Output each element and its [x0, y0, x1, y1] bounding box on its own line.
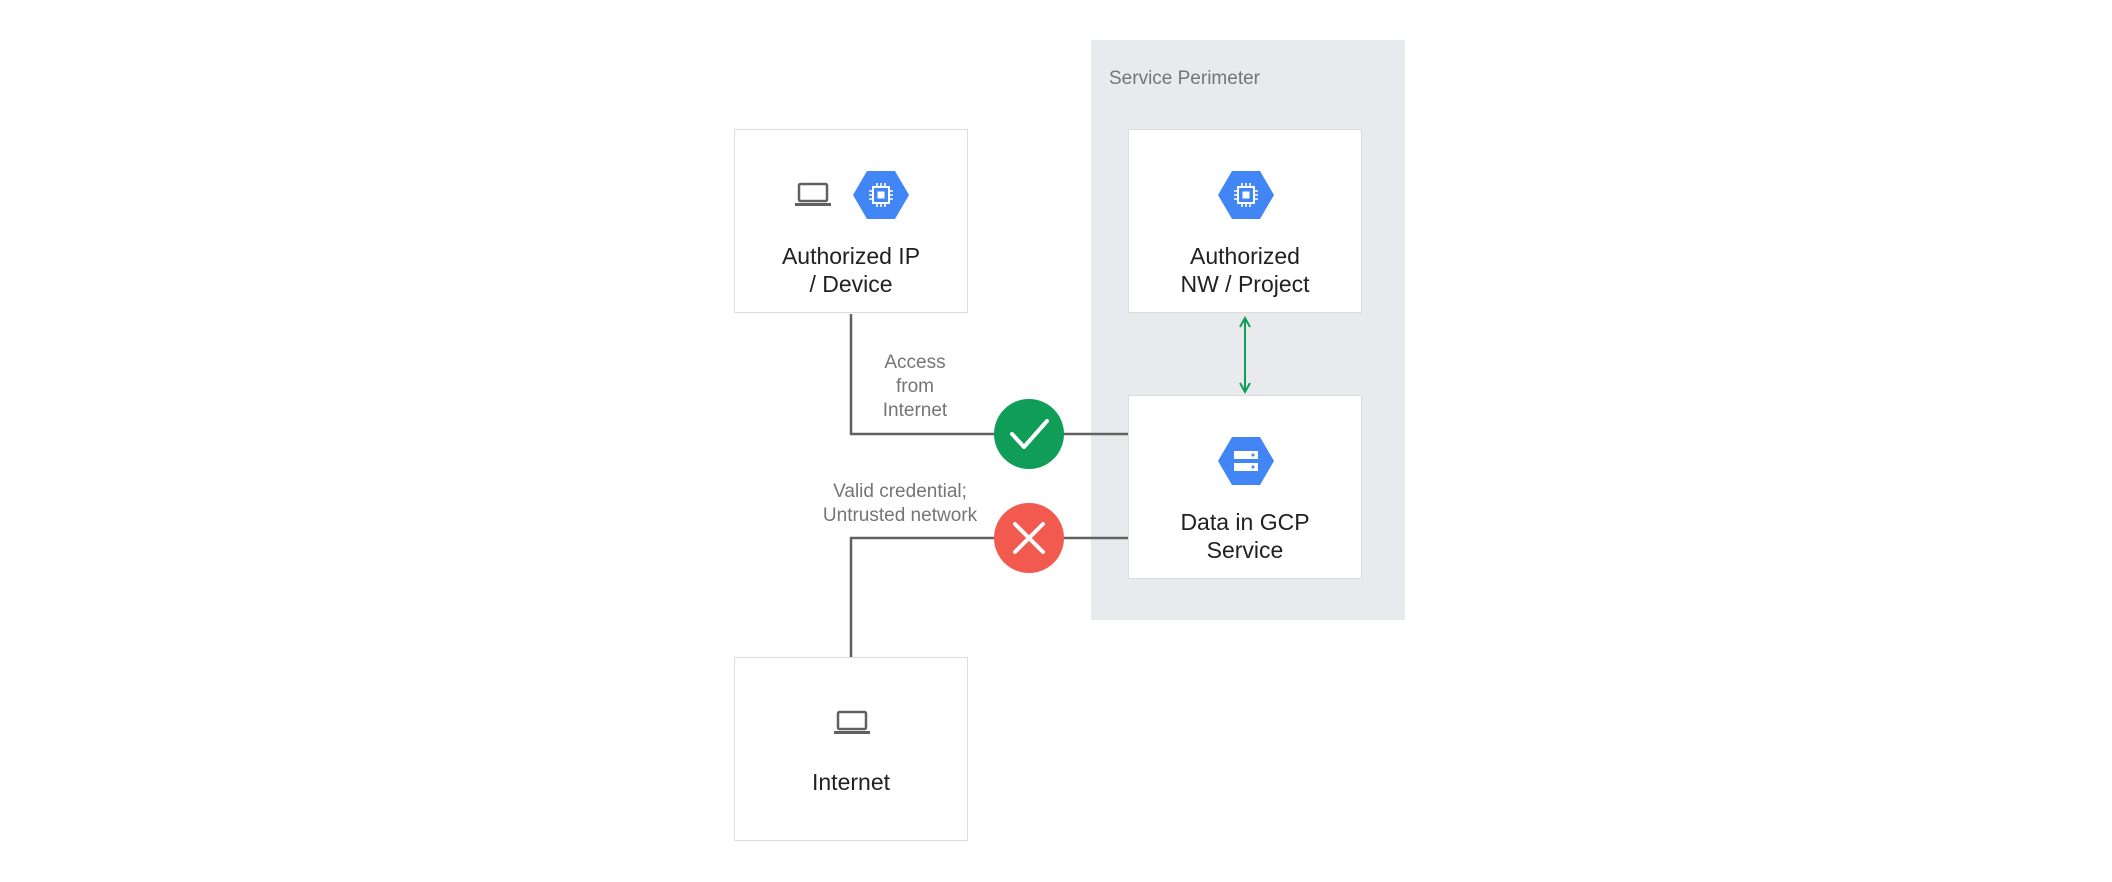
- denied-edge-label: Valid credential; Untrusted network: [822, 481, 978, 526]
- authorized-network-label: Authorized NW / Project: [1180, 243, 1310, 297]
- storage-icon: [1218, 437, 1274, 485]
- denied-connector-line: [849, 536, 1130, 657]
- data-service-label: Data in GCP Service: [1180, 509, 1310, 563]
- authorized-device-label: Authorized IP / Device: [781, 243, 921, 297]
- compute-engine-icon: [853, 171, 909, 219]
- laptop-icon: [834, 710, 870, 734]
- internet-node: Internet: [734, 657, 968, 841]
- internet-label: Internet: [812, 769, 890, 795]
- allowed-status-circle: [994, 399, 1064, 469]
- authorized-device-node: Authorized IP / Device: [734, 129, 968, 313]
- service-perimeter-label: Service Perimeter: [1109, 68, 1260, 89]
- close-icon: [1013, 522, 1045, 554]
- authorized-network-node: Authorized NW / Project: [1128, 129, 1362, 313]
- laptop-icon: [795, 182, 831, 206]
- data-service-node: Data in GCP Service: [1128, 395, 1362, 579]
- check-icon: [1010, 419, 1049, 449]
- denied-status-circle: [994, 503, 1064, 573]
- compute-engine-icon: [1218, 171, 1274, 219]
- allowed-edge-label: Access from Internet: [882, 352, 948, 421]
